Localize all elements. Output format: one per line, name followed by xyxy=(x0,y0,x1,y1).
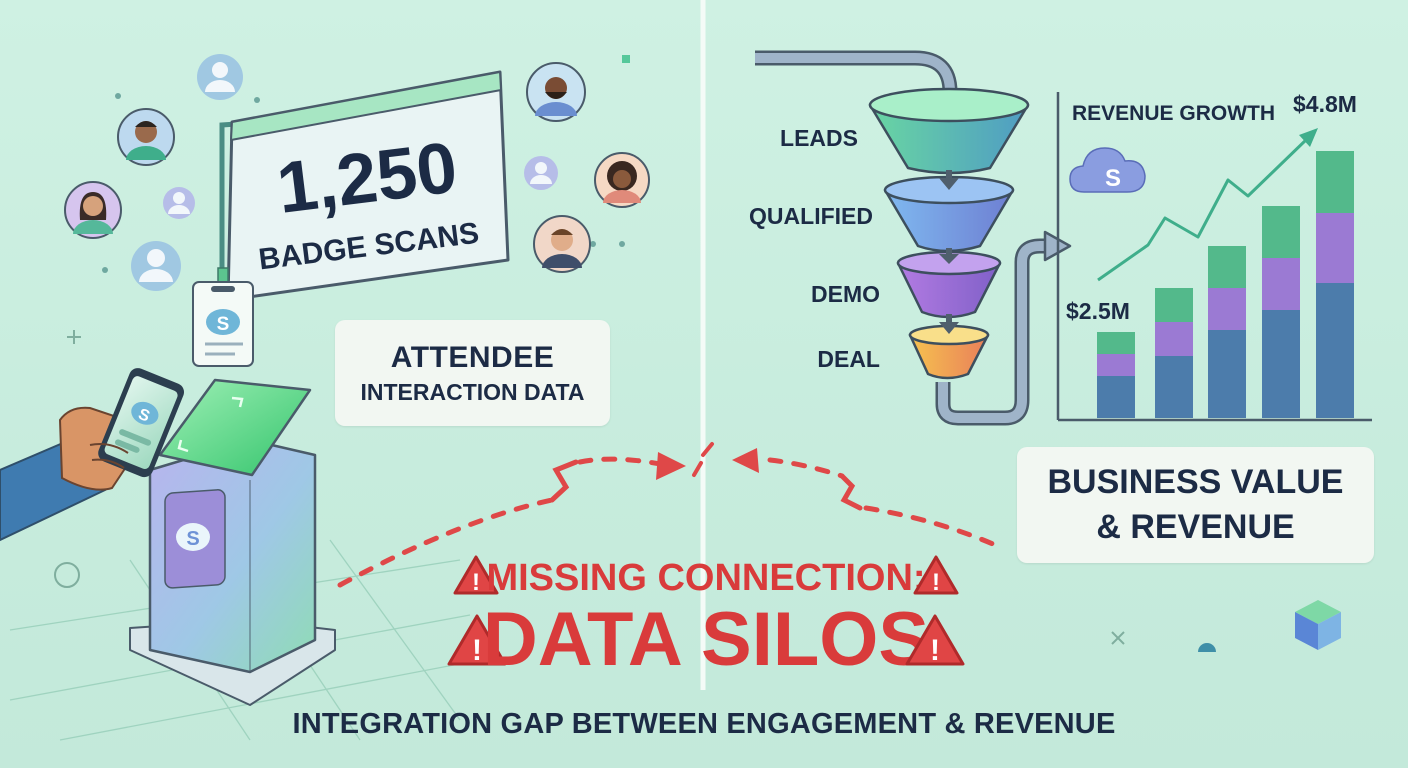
avatar-person-man xyxy=(117,108,175,166)
funnel-label-deal: DEAL xyxy=(817,346,880,372)
svg-text:!: ! xyxy=(930,634,940,667)
warning-icon: ! xyxy=(453,555,499,596)
revenue-bar-1-navy-segment xyxy=(1097,376,1135,418)
revenue-bar-4-purple-segment xyxy=(1262,258,1300,310)
warning-headline: DATA SILOS xyxy=(483,597,929,682)
revenue-bar-5-green-segment xyxy=(1316,151,1354,213)
attendee-label-line2: INTERACTION DATA xyxy=(360,378,585,405)
kiosk-logo-letter: S xyxy=(186,528,199,550)
avatar-generic-2 xyxy=(163,187,195,219)
trend-arrowhead xyxy=(1299,128,1318,147)
funnel-stage-leads xyxy=(868,103,1030,175)
funnel-flow-arrows xyxy=(939,170,959,334)
attendee-label-line1: ATTENDEE xyxy=(390,340,555,374)
funnel-label-demo: DEMO xyxy=(811,281,880,307)
avatar-person-bearded xyxy=(526,62,586,122)
revenue-bar-2-green-segment xyxy=(1155,288,1193,322)
avatar-generic-4 xyxy=(524,156,558,190)
funnel-label-leads: LEADS xyxy=(780,125,858,151)
right-dotted-arrow xyxy=(863,505,1005,551)
revenue-bar-1-green-segment xyxy=(1097,332,1135,354)
funnel-stage-labels: LEADS QUALIFIED DEMO DEAL xyxy=(749,125,880,372)
svg-text:!: ! xyxy=(472,569,480,596)
chart-logo-letter: S xyxy=(1105,165,1121,192)
left-arrowhead xyxy=(656,452,686,480)
id-badge: S xyxy=(192,267,254,367)
broken-connection xyxy=(337,442,1005,588)
revenue-bar-3-navy-segment xyxy=(1208,330,1246,418)
svg-text:!: ! xyxy=(472,634,482,667)
chart-start-label: $2.5M xyxy=(1066,298,1130,324)
avatar-generic-1 xyxy=(197,54,243,100)
warning-icon: ! xyxy=(905,614,965,667)
scanner-kiosk: S xyxy=(129,378,336,706)
avatar-person-suit xyxy=(533,215,591,273)
avatar-person-woman xyxy=(64,181,122,239)
business-value-label: BUSINESS VALUE & REVENUE xyxy=(1017,447,1374,563)
business-label-line1: BUSINESS VALUE xyxy=(1047,463,1344,501)
revenue-bar-2-navy-segment xyxy=(1155,356,1193,418)
trend-line xyxy=(1097,136,1310,282)
revenue-bar-2-purple-segment xyxy=(1155,322,1193,356)
revenue-chart: REVENUE GROWTH S $2.5M $4.8M xyxy=(1056,91,1372,422)
cloud-logo-icon: S xyxy=(1069,147,1146,193)
avatar-person-curly xyxy=(594,152,650,208)
svg-text:!: ! xyxy=(932,569,940,596)
warning-icon: ! xyxy=(447,614,507,667)
sales-funnel xyxy=(868,87,1030,380)
left-dotted-arrow xyxy=(337,497,555,588)
ring-shape xyxy=(54,562,80,588)
revenue-bar-1-purple-segment xyxy=(1097,354,1135,376)
badge-logo-letter: S xyxy=(217,314,230,335)
revenue-bar-5-purple-segment xyxy=(1316,213,1354,283)
cube-shape xyxy=(1295,600,1341,650)
avatar-generic-3 xyxy=(131,241,181,291)
right-arrowhead xyxy=(732,448,759,473)
warning-block: ! MISSING CONNECTION: ! ! DATA SILOS ! xyxy=(447,555,965,682)
revenue-bar-4-green-segment xyxy=(1262,206,1300,258)
bottom-caption: INTEGRATION GAP BETWEEN ENGAGEMENT & REV… xyxy=(292,708,1116,740)
revenue-bar-5-navy-segment xyxy=(1316,283,1354,418)
half-circle-shape xyxy=(1198,643,1216,652)
chart-bars xyxy=(1097,151,1354,418)
hand-with-phone: S xyxy=(0,368,185,542)
warning-title: MISSING CONNECTION: xyxy=(486,557,925,599)
badge-scans-panel: 1,250 BADGE SCANS xyxy=(226,70,510,302)
revenue-bar-4-navy-segment xyxy=(1262,310,1300,418)
chart-title: REVENUE GROWTH xyxy=(1072,102,1275,125)
cross-shape xyxy=(1111,631,1125,645)
funnel-stage-deal xyxy=(908,333,990,380)
funnel-label-qualified: QUALIFIED xyxy=(749,203,873,229)
plus-shape xyxy=(67,330,81,344)
warning-icon: ! xyxy=(913,555,959,596)
funnel-output-pipe xyxy=(938,241,1052,423)
revenue-bar-3-green-segment xyxy=(1208,246,1246,288)
business-label-line2: & REVENUE xyxy=(1096,508,1295,546)
revenue-bar-3-purple-segment xyxy=(1208,288,1246,330)
chart-end-label: $4.8M xyxy=(1293,91,1357,117)
attendee-interaction-label: ATTENDEE INTERACTION DATA xyxy=(335,320,610,426)
